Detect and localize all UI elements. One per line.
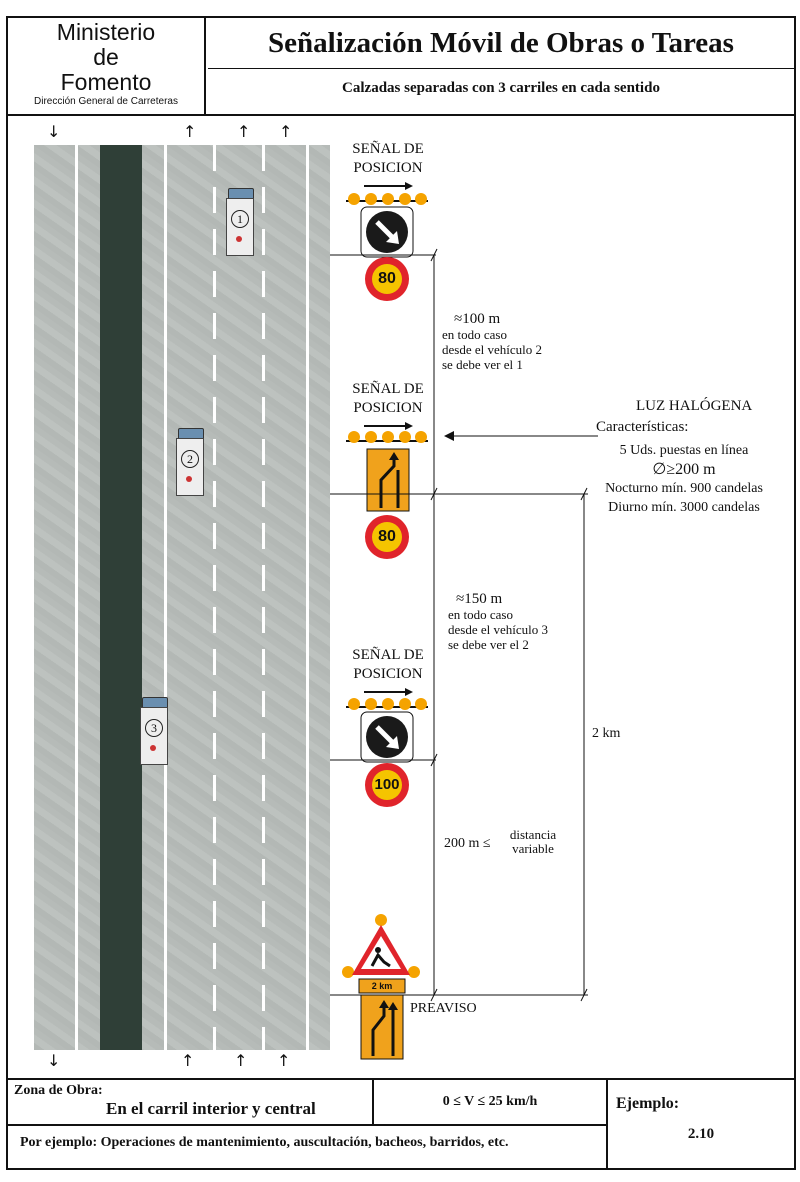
distance-2-note: desde el vehículo 3: [448, 622, 548, 637]
zona-label: Zona de Obra:: [14, 1083, 103, 1098]
preaviso-label: PREAVISO: [410, 1001, 477, 1016]
speed-value-1: 80: [378, 270, 396, 287]
footer-col-divider-2: [606, 1078, 608, 1170]
distance-1-note: en todo caso: [442, 327, 507, 342]
direction-arrow-bottom-1: ↓: [47, 1051, 61, 1070]
speed-value-2: 80: [378, 528, 396, 545]
page-subtitle: Calzadas separadas con 3 carriles en cad…: [342, 80, 660, 96]
lane-dash-line-2: [262, 145, 265, 1050]
luz-line: 5 Uds. puestas en línea: [619, 443, 749, 458]
distance-3-prefix: 200 m ≤: [444, 836, 491, 851]
luz-title: LUZ HALÓGENA: [636, 398, 753, 414]
distance-1-note: desde el vehículo 2: [442, 342, 542, 357]
title-divider: [208, 68, 794, 69]
vehicle-3: 3: [140, 697, 168, 767]
speed-limit-sign-1: [365, 257, 409, 301]
zona-value: En el carril interior y central: [106, 1099, 316, 1118]
luz-subtitle: Características:: [596, 419, 689, 435]
light-bar-1: [346, 182, 428, 205]
lane-merge-sign: [366, 448, 410, 512]
lane-dash-line-1: [213, 145, 216, 1050]
beacon-icon: [236, 236, 242, 242]
org-subtitle: Dirección General de Carreteras: [34, 96, 178, 107]
median-strip: [100, 145, 142, 1050]
vehicle-1: 1: [226, 188, 254, 258]
direction-arrow-top-2: ↑: [183, 122, 197, 141]
footer-col-divider-1: [372, 1078, 374, 1124]
signal-label-line: POSICION: [353, 160, 423, 176]
signal-2-label: SEÑAL DE POSICION: [338, 380, 438, 418]
ejemplo-label: Ejemplo:: [616, 1095, 680, 1112]
example-description: Por ejemplo: Operaciones de mantenimient…: [20, 1135, 509, 1150]
road-surface: [34, 145, 330, 1050]
light-bar-2: [346, 422, 428, 443]
signal-1-label: SEÑAL DE POSICION: [338, 140, 438, 178]
signals-drawing: [330, 182, 598, 1060]
distance-dimension-lines: [330, 248, 588, 1002]
speed-limit-sign-2: [365, 515, 409, 559]
road-texture: [34, 145, 330, 1050]
direction-arrow-top-1: ↓: [47, 122, 61, 141]
distance-2-block: ≈150 m en todo caso desde el vehículo 3 …: [448, 591, 588, 653]
org-line-1: Ministerio: [56, 19, 156, 45]
signal-label-line: SEÑAL DE: [352, 141, 424, 157]
edge-line-median-right: [164, 145, 167, 1050]
distance-1-note: se debe ver el 1: [442, 357, 523, 372]
signal-label-line: SEÑAL DE: [352, 647, 424, 663]
page-title: Señalización Móvil de Obras o Tareas: [268, 27, 734, 59]
distance-2-note: se debe ver el 2: [448, 637, 529, 652]
vehicle-number: 2: [181, 450, 199, 468]
signal-label-line: POSICION: [353, 400, 423, 416]
distance-2-note: en todo caso: [448, 607, 513, 622]
keep-right-sign-1: [360, 206, 414, 258]
org-line-2: de: [93, 44, 119, 70]
direction-arrow-bottom-2: ↑: [181, 1051, 195, 1070]
distance-1-block: ≈100 m en todo caso desde el vehículo 2 …: [442, 311, 582, 373]
distance-3-line: variable: [512, 841, 554, 856]
org-name: Ministerio de Fomento Dirección General …: [8, 20, 204, 109]
luz-pointer-arrow: [444, 431, 598, 441]
distance-2-value: ≈150 m: [456, 591, 503, 607]
beacon-icon: [186, 476, 192, 482]
preaviso-plate-text: 2 km: [371, 981, 393, 991]
roadworks-warning-sign: [342, 914, 420, 1060]
vehicle-2: 2: [176, 428, 204, 498]
light-bar-3: [346, 688, 428, 710]
org-line-3: Fomento: [60, 69, 152, 95]
signal-label-line: SEÑAL DE: [352, 381, 424, 397]
vehicle-number: 3: [145, 719, 163, 737]
header-divider: [6, 114, 796, 116]
direction-arrow-top-3: ↑: [237, 122, 251, 141]
luz-line: ∅≥200 m: [652, 461, 716, 478]
edge-line-right: [306, 145, 309, 1050]
signal-3-label: SEÑAL DE POSICION: [338, 646, 438, 684]
direction-arrow-bottom-4: ↑: [277, 1051, 291, 1070]
total-distance: 2 km: [592, 726, 621, 741]
signal-label-line: POSICION: [353, 666, 423, 682]
keep-right-sign-2: [360, 711, 414, 763]
speed-limit-sign-3: [365, 763, 409, 807]
luz-line: Nocturno mín. 900 candelas: [605, 481, 763, 496]
page-frame: [6, 16, 796, 1170]
luz-characteristics: 5 Uds. puestas en línea ∅≥200 m Nocturno…: [586, 441, 782, 517]
edge-line-left: [75, 145, 78, 1050]
luz-line: Diurno mín. 3000 candelas: [608, 500, 760, 515]
vehicle-number: 1: [231, 210, 249, 228]
beacon-icon: [150, 745, 156, 751]
speed-value-3: 100: [374, 776, 400, 793]
direction-arrow-bottom-3: ↑: [234, 1051, 248, 1070]
distance-3-line: distancia: [509, 827, 557, 842]
footer-divider: [6, 1078, 796, 1080]
footer-row-divider: [6, 1124, 606, 1126]
speed-range: 0 ≤ V ≤ 25 km/h: [442, 1094, 538, 1109]
distance-3-label: distancia variable: [500, 828, 566, 856]
distance-1-value: ≈100 m: [454, 311, 501, 327]
direction-arrow-top-4: ↑: [279, 122, 293, 141]
ejemplo-value: 2.10: [687, 1126, 715, 1142]
